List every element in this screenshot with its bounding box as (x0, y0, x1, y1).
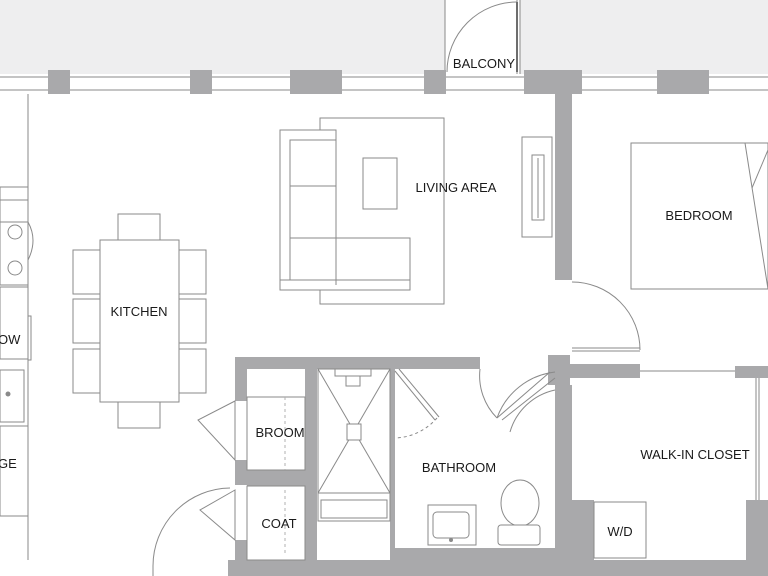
utility-wall (305, 369, 317, 576)
bed-sheet-fold (751, 149, 768, 189)
shower-drain (346, 423, 362, 441)
shower-curb (317, 492, 391, 522)
bathroom-door (394, 370, 436, 421)
bed-sheet-fold (744, 142, 768, 290)
bathroom-door (398, 368, 440, 418)
room-label-bedroom: BEDROOM (665, 208, 732, 223)
wall-segment (48, 70, 70, 94)
utility-wall (247, 470, 317, 486)
broom-closet (246, 396, 306, 471)
coat-door (199, 489, 236, 542)
balcony-door-swing (446, 1, 518, 73)
wall-segment (657, 70, 709, 94)
living-door-swing (479, 368, 498, 419)
closet-wall (735, 366, 768, 378)
wall-segment (424, 70, 446, 94)
toilet-bowl (500, 479, 540, 527)
room-label-kitchen: KITCHEN (110, 304, 167, 319)
cropped-label-left-upper: OW (0, 332, 21, 347)
bedroom-wall (555, 94, 572, 280)
exterior-area (0, 0, 768, 74)
shower-curb-inner (320, 499, 388, 519)
closet-door-swing (496, 371, 556, 419)
broom-door (197, 400, 236, 462)
bottom-wall (572, 560, 768, 576)
utility-wall (235, 357, 480, 369)
utility-wall (390, 369, 395, 559)
kitchen-counter (0, 94, 34, 560)
wall-segment (190, 70, 212, 94)
room-label-living-area: LIVING AREA (416, 180, 497, 195)
room-label-broom: BROOM (255, 425, 304, 440)
utility-wall (235, 357, 247, 401)
faucet (449, 538, 453, 542)
closet-wall (548, 355, 570, 385)
closet-door (496, 371, 551, 419)
sink (432, 511, 470, 539)
top-exterior-wall (0, 70, 768, 94)
coat-closet (246, 485, 306, 561)
bottom-wall (390, 548, 555, 576)
entry-door-swing (152, 487, 231, 567)
stove-burner (7, 224, 23, 240)
dining-set (72, 213, 207, 429)
coffee-table (362, 157, 398, 210)
appliance-label-washer-dryer: W/D (607, 524, 632, 539)
closet-door-swing-2 (509, 389, 556, 433)
room-label-balcony: BALCONY (453, 56, 515, 71)
toilet-tank (497, 524, 541, 546)
utility-wall (228, 560, 390, 576)
stove-burner (7, 260, 23, 276)
bottom-wall (572, 500, 594, 576)
bed (630, 142, 768, 290)
wall-segment (524, 70, 582, 94)
closet-side-wall (555, 385, 572, 576)
sink-drain (5, 391, 11, 397)
shower-head (334, 368, 372, 377)
room-label-walk-in-closet: WALK-IN CLOSET (640, 447, 749, 462)
balcony-floor (445, 0, 520, 74)
bedroom-door-swing (571, 281, 641, 351)
sectional-sofa (279, 129, 411, 291)
bathroom-door-swing (394, 417, 438, 439)
closet-wall (570, 364, 640, 378)
closet-door (501, 377, 556, 421)
utility-wall (235, 460, 247, 485)
washer-dryer (593, 501, 647, 559)
wall-segment (290, 70, 342, 94)
shower-valve (345, 375, 361, 387)
bottom-wall (746, 500, 768, 576)
room-label-coat: COAT (261, 516, 296, 531)
room-label-bathroom: BATHROOM (422, 460, 496, 475)
cropped-label-left-lower: GE (0, 456, 17, 471)
